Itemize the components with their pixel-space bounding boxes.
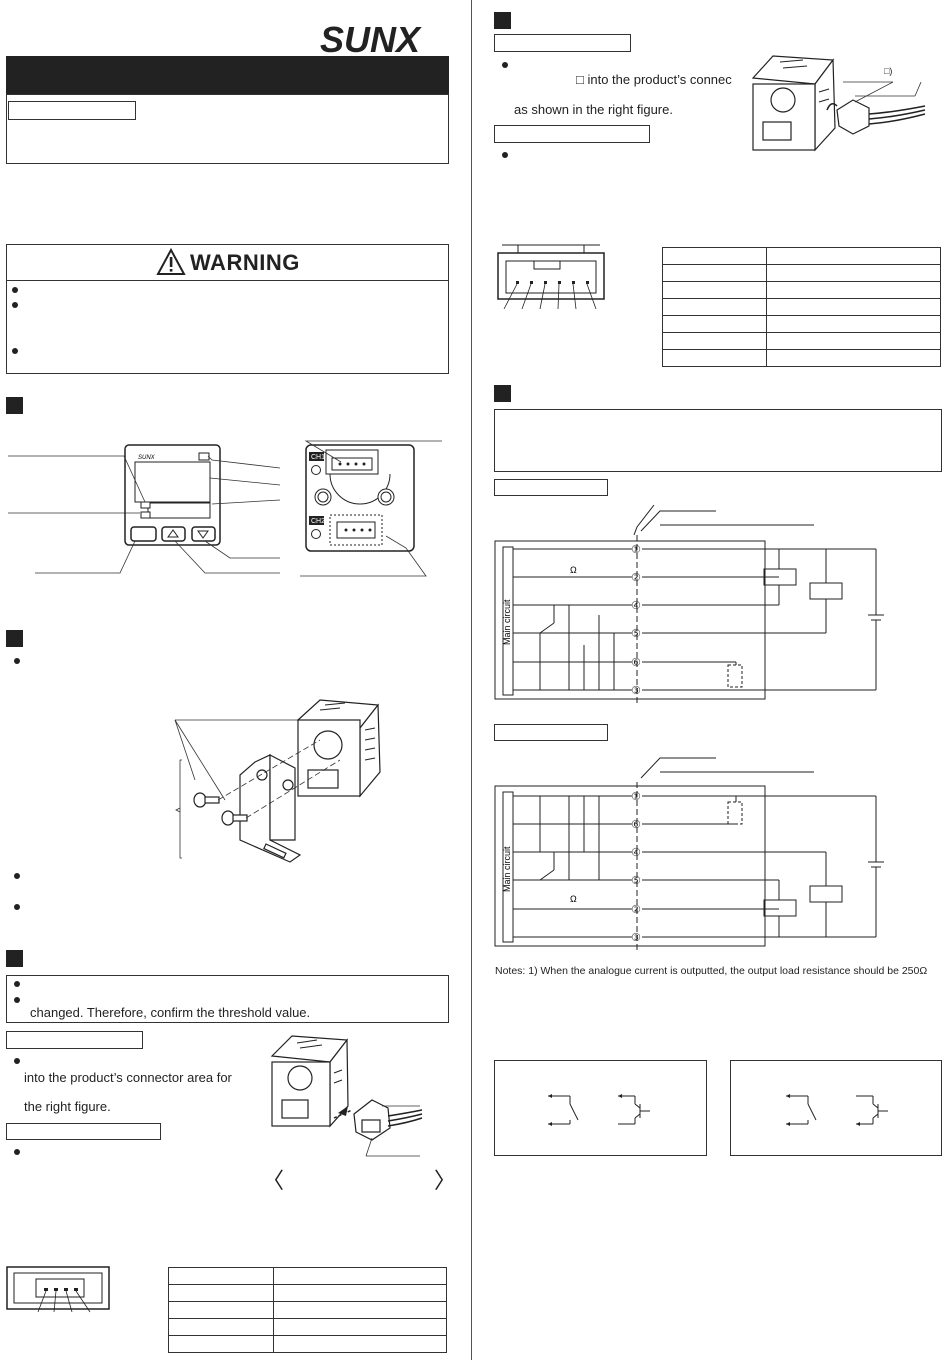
io-circuit-diagram-1: Main circuit Ω ① ② ④ ⑤ ⑥ ③: [494, 504, 884, 705]
connect-bullet-right: [502, 62, 508, 68]
disconnect-bullet-right: [502, 152, 508, 158]
svg-text:Ω: Ω: [570, 565, 577, 575]
svg-text:③: ③: [631, 931, 641, 944]
svg-text:⑤: ⑤: [631, 874, 641, 887]
mounting-bracket-figure: [174, 699, 381, 863]
section-marker-5: [494, 385, 511, 402]
svg-text:②: ②: [631, 903, 641, 916]
svg-text:CH2: CH2: [311, 518, 325, 525]
circuit-label-box-2: [494, 724, 608, 741]
svg-text:④: ④: [631, 599, 641, 612]
switch-symbol-1: [548, 1094, 650, 1126]
svg-text:Ω: Ω: [570, 894, 577, 904]
title-banner: [6, 56, 449, 94]
svg-text:①: ①: [631, 543, 641, 556]
angle-bracket-close: 〉: [434, 1168, 457, 1193]
connector-pin-figure-left: [6, 1266, 110, 1313]
column-divider: [471, 0, 472, 1360]
circuit-note-box: [494, 409, 942, 472]
warning-divider: [6, 280, 449, 281]
svg-text:⑤: ⑤: [631, 627, 641, 640]
connector-pin-figure-right: [497, 244, 605, 310]
connect-label-box-right: [494, 34, 631, 52]
section-marker-4: [494, 12, 511, 29]
section-marker-2: [6, 630, 23, 647]
mount-bullet-1: [14, 658, 20, 664]
threshold-bullet-2: [14, 997, 20, 1003]
section-marker-1: [6, 397, 23, 414]
connect-bullet-left: [14, 1058, 20, 1064]
svg-text:⑥: ⑥: [631, 656, 641, 669]
svg-text:①: ①: [631, 790, 641, 803]
pin-table-left: [168, 1267, 447, 1353]
svg-text:Main circuit: Main circuit: [502, 846, 512, 892]
connect-text-left-2: the right figure.: [24, 1099, 111, 1114]
section-marker-3: [6, 950, 23, 967]
svg-text:④: ④: [631, 846, 641, 859]
figure-label-right: □): [884, 66, 893, 76]
connect-text-right-2: as shown in the right figure.: [514, 102, 673, 117]
intro-box: [6, 94, 449, 164]
svg-text:⑥: ⑥: [631, 818, 641, 831]
svg-text:SUNX: SUNX: [320, 19, 422, 60]
warning-box: [6, 244, 449, 374]
threshold-note-text: changed. Therefore, confirm the threshol…: [30, 1005, 311, 1020]
warning-bullet-2: [12, 302, 18, 308]
mount-bullet-3: [14, 904, 20, 910]
rear-panel-figure: CH1 CH2: [300, 440, 442, 577]
svg-text:SUNX: SUNX: [138, 455, 156, 461]
connect-label-box-left: [6, 1031, 143, 1049]
svg-text:Main circuit: Main circuit: [502, 599, 512, 645]
threshold-note-box: [6, 975, 449, 1023]
switch-symbol-2: [786, 1094, 888, 1126]
connector-insertion-figure-left: [270, 1035, 423, 1157]
warning-triangle-icon: [156, 247, 186, 275]
front-panel-figure: SUNX: [8, 444, 281, 574]
circuit-notes: Notes: 1) When the analogue current is o…: [495, 965, 928, 977]
connect-text-left-1: into the product’s connector area for: [24, 1070, 232, 1085]
warning-bullet-1: [12, 287, 18, 293]
svg-text:②: ②: [631, 571, 641, 584]
threshold-bullet-1: [14, 981, 20, 987]
switch-box-1: [494, 1060, 707, 1156]
mount-bullet-2: [14, 873, 20, 879]
switch-box-2: [730, 1060, 942, 1156]
disconnect-bullet-left: [14, 1149, 20, 1155]
sunx-logo: SUNX: [320, 14, 450, 65]
connector-insertion-figure-right: [751, 55, 926, 152]
io-circuit-diagram-2: Main circuit Ω ① ⑥ ④ ⑤ ② ③: [494, 757, 884, 952]
svg-text:③: ③: [631, 684, 641, 697]
pin-table-right: [662, 247, 941, 367]
svg-text:CH1: CH1: [311, 454, 325, 461]
circuit-label-box-1: [494, 479, 608, 496]
connect-text-right-1: □ into the product’s connec: [576, 72, 732, 87]
warning-title: WARNING: [190, 250, 300, 275]
intro-label-box: [8, 101, 136, 120]
angle-bracket-open: 〈: [262, 1168, 285, 1193]
warning-bullet-3: [12, 348, 18, 354]
disconnect-label-box-right: [494, 125, 650, 143]
disconnect-label-box-left: [6, 1123, 161, 1140]
